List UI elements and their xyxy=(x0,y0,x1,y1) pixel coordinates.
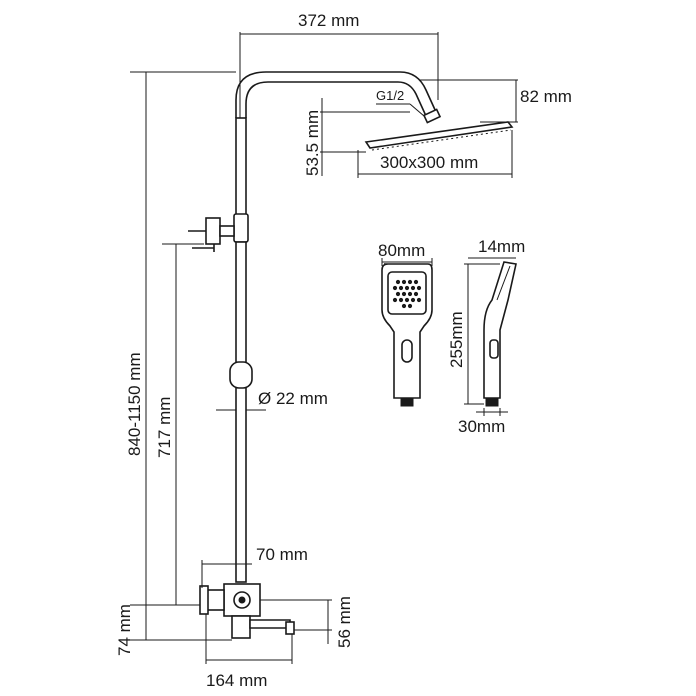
dimension-handshower-length: 255mm xyxy=(447,263,500,405)
dimension-holder-height: 717 mm xyxy=(155,243,204,605)
label-head-height: 82 mm xyxy=(520,87,572,106)
label-arm-length: 372 mm xyxy=(298,11,359,30)
dimension-head-height: 82 mm xyxy=(420,79,572,123)
shower-arm xyxy=(235,71,437,118)
hose-connector xyxy=(400,397,414,407)
dimension-spout-length: 164 mm xyxy=(205,614,293,690)
dimension-handshower-width: 80mm xyxy=(378,241,433,266)
thread-callout: G1/2 xyxy=(376,88,425,117)
label-handshower-length: 255mm xyxy=(447,311,466,368)
upper-rail-pipe xyxy=(235,117,247,225)
shower-column xyxy=(188,71,514,639)
label-holder-height: 717 mm xyxy=(155,397,174,458)
label-spout-height: 56 mm xyxy=(335,596,354,648)
dimension-spout-offset: 70 mm xyxy=(201,545,308,588)
spray-pattern xyxy=(392,279,422,309)
label-head-offset: 53.5 mm xyxy=(303,110,322,176)
dimension-rail-height: 840-1150 mm xyxy=(125,71,236,606)
dimension-handshower-depth-top: 14mm xyxy=(468,237,525,259)
handshower-front-view xyxy=(381,263,433,407)
label-thread: G1/2 xyxy=(376,88,404,103)
shower-arm-inner xyxy=(245,81,427,118)
label-handshower-width: 80mm xyxy=(378,241,425,260)
dimension-arm-length: 372 mm xyxy=(239,11,439,118)
dimension-pipe-diameter: Ø 22 mm xyxy=(216,389,328,411)
label-spout-length: 164 mm xyxy=(206,671,267,690)
wall-bracket xyxy=(188,217,235,252)
dimension-mixer-height: 74 mm xyxy=(115,604,232,656)
lower-rail-pipe xyxy=(235,241,247,583)
label-head-size: 300x300 mm xyxy=(380,153,478,172)
rail-coupling xyxy=(233,213,249,243)
thermostatic-mixer xyxy=(199,583,295,639)
handshower-side-view xyxy=(483,261,517,407)
side-hose-connector xyxy=(485,397,499,407)
label-spout-offset: 70 mm xyxy=(256,545,308,564)
dimension-handshower-depth-bottom: 30mm xyxy=(458,408,508,436)
shower-head xyxy=(364,121,514,149)
label-handshower-depth-bottom: 30mm xyxy=(458,417,505,436)
label-pipe-diameter: Ø 22 mm xyxy=(258,389,328,408)
dimension-spout-height: 56 mm xyxy=(260,596,354,648)
head-connector xyxy=(422,108,442,124)
label-rail-height: 840-1150 mm xyxy=(125,352,144,456)
mode-button xyxy=(401,339,413,363)
label-handshower-depth-top: 14mm xyxy=(478,237,525,256)
dimension-head-size: 300x300 mm xyxy=(357,130,513,178)
label-mixer-height: 74 mm xyxy=(115,604,134,656)
shower-head-nozzles xyxy=(371,129,512,151)
handshower-holder xyxy=(229,361,253,389)
